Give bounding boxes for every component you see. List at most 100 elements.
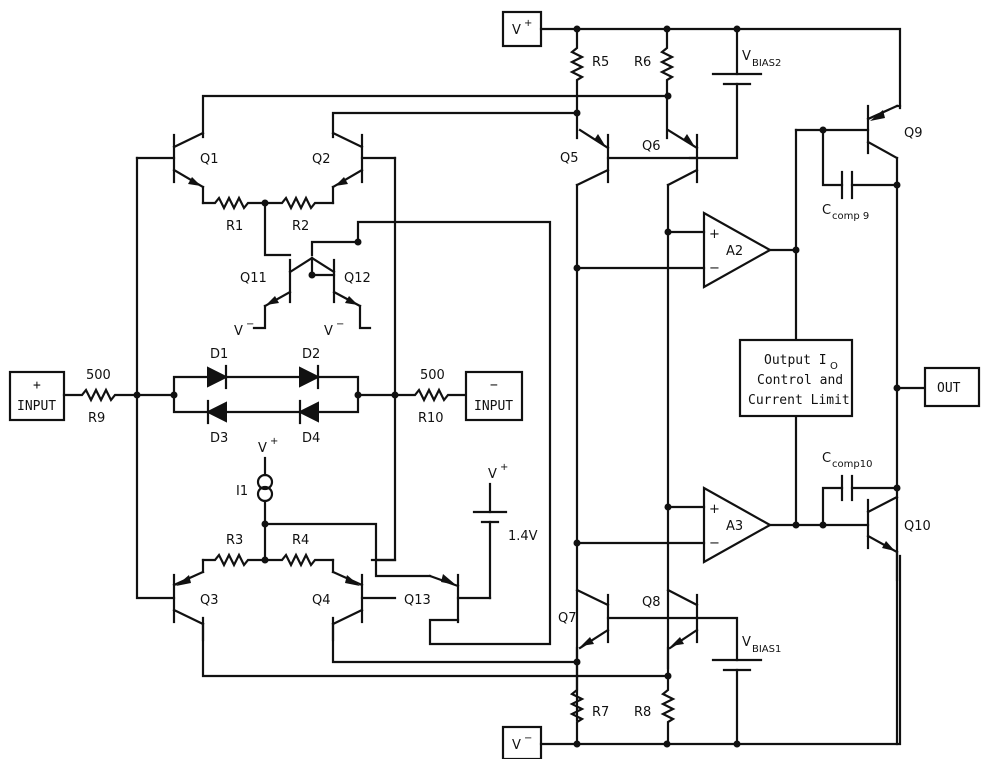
output-control-block: Output I O Control and Current Limit <box>738 128 854 527</box>
a3-label: A3 <box>726 519 743 534</box>
r2-label: R2 <box>292 219 309 234</box>
transistor-q11: Q11 V − <box>234 201 314 339</box>
transistor-q13: Q13 <box>374 558 492 624</box>
diode-bridge <box>135 375 399 414</box>
battery-1v4: V + 1.4V <box>472 462 538 600</box>
vplus-label: V <box>512 23 521 38</box>
resistor-r9: 500 R9 <box>62 368 139 426</box>
ccomp10-label: C <box>822 451 831 466</box>
output-control-box[interactable] <box>738 338 854 418</box>
i1-vplus: V <box>258 441 267 456</box>
resistor-r4: R4 <box>263 533 335 568</box>
transistor-q12: Q12 V − <box>308 220 552 646</box>
vplus-terminal[interactable] <box>501 10 543 48</box>
q8-label: Q8 <box>642 595 661 610</box>
minus-input: − INPUT <box>464 370 524 422</box>
r4-label: R4 <box>292 533 309 548</box>
battery-vplus: V <box>488 467 497 482</box>
diode-d2: D2 <box>299 347 320 390</box>
r9-label: R9 <box>88 411 105 426</box>
a3-minus: − <box>709 536 720 551</box>
wire-plus-input-bases <box>135 156 176 600</box>
capacitor-ccomp9: C comp 9 <box>821 128 901 222</box>
i1-vplus-sup: + <box>270 436 278 447</box>
q3-label: Q3 <box>200 593 219 608</box>
out-terminal[interactable] <box>923 366 981 408</box>
minus-input-label: INPUT <box>474 399 513 414</box>
d3-label: D3 <box>210 431 228 446</box>
r5-label: R5 <box>592 55 609 70</box>
battery-vplus-sup: + <box>500 462 508 473</box>
q12-vminus: V <box>324 324 333 339</box>
ccomp10-sub: comp10 <box>832 459 872 470</box>
wire-q3-collector <box>201 616 670 678</box>
transistor-q4: Q4 <box>312 558 397 642</box>
control-line3: Current Limit <box>748 393 850 408</box>
r7-label: R7 <box>592 705 609 720</box>
minus-input-sign: − <box>490 378 498 393</box>
vplus-rail: V + <box>501 10 902 110</box>
vbias1-sub: BIAS1 <box>752 644 781 655</box>
q5-label: Q5 <box>560 151 579 166</box>
plus-input-sign: + <box>33 378 41 393</box>
vbias2-label: V <box>742 49 751 64</box>
control-line1: Output I <box>764 353 827 368</box>
q13-label: Q13 <box>404 593 431 608</box>
resistor-r8: R8 <box>634 674 676 746</box>
vminus-terminal[interactable] <box>501 725 543 759</box>
q7-label: Q7 <box>558 611 577 626</box>
capacitor-ccomp10: C comp10 <box>821 451 901 527</box>
q1-label: Q1 <box>200 152 219 167</box>
out-label: OUT <box>937 381 961 396</box>
q12-vminus-sup: − <box>336 319 344 330</box>
wire-minus-input-bases <box>370 156 397 562</box>
r10-label: R10 <box>418 411 444 426</box>
q9-label: Q9 <box>904 126 923 141</box>
ccomp9-label: C <box>822 203 831 218</box>
resistor-r6: R6 <box>634 27 675 140</box>
control-line2: Control and <box>757 373 843 388</box>
minus-input-terminal[interactable] <box>464 370 524 422</box>
wire-q2-collector <box>331 111 579 139</box>
q11-vminus-sup: − <box>246 319 254 330</box>
vbias2-source: V BIAS2 <box>688 27 781 160</box>
resistor-r7: R7 <box>569 660 609 746</box>
resistor-r5: R5 <box>569 27 609 140</box>
wire-q4-collector <box>331 616 579 664</box>
i1-label: I1 <box>236 484 248 499</box>
r3-label: R3 <box>226 533 243 548</box>
transistor-q1: Q1 <box>135 131 219 205</box>
battery-label: 1.4V <box>508 529 538 544</box>
plus-input-label: INPUT <box>17 399 56 414</box>
vplus-sup: + <box>524 18 532 29</box>
output-node: OUT <box>893 366 981 408</box>
resistor-r10: 500 R10 <box>393 368 468 426</box>
control-line1-sub: O <box>830 361 838 372</box>
amplifier-a2: A2 + − <box>573 211 800 289</box>
plus-input: + INPUT <box>8 370 66 422</box>
r8-label: R8 <box>634 705 651 720</box>
resistor-r2: R2 <box>263 195 335 234</box>
d1-label: D1 <box>210 347 228 362</box>
transistor-q10: Q10 <box>866 495 931 746</box>
q10-label: Q10 <box>904 519 931 534</box>
r1-label: R1 <box>226 219 243 234</box>
a2-triangle[interactable] <box>702 211 773 289</box>
q12-label: Q12 <box>344 271 371 286</box>
plus-input-terminal[interactable] <box>8 370 66 422</box>
resistor-r3: R3 <box>201 533 267 568</box>
vbias2-sub: BIAS2 <box>752 58 781 69</box>
transistor-q9: Q9 <box>794 104 923 582</box>
vminus-rail: V − <box>501 554 902 759</box>
r10-value: 500 <box>420 368 445 383</box>
transistor-q3: Q3 <box>172 558 219 642</box>
a3-triangle[interactable] <box>702 486 773 564</box>
transistor-q5: Q5 <box>560 128 610 722</box>
a2-label: A2 <box>726 244 743 259</box>
a2-minus: − <box>709 261 720 276</box>
a2-plus: + <box>709 227 720 242</box>
d4-label: D4 <box>302 431 320 446</box>
resistor-r1: R1 <box>201 195 267 234</box>
